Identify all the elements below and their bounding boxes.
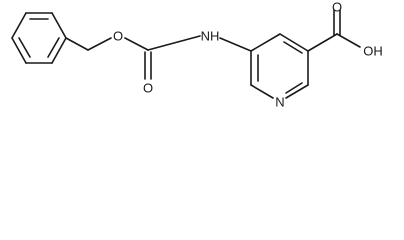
benzene-ring — [11, 12, 67, 64]
carboxylic-acid-group — [307, 9, 361, 52]
benzene-double-bond-3 — [18, 37, 31, 58]
carbamate-group — [124, 35, 201, 80]
pyridine-double-bond-2 — [285, 82, 303, 94]
ring-to-acid-carbon-bond — [307, 33, 338, 52]
ch2-to-oxygen-bond — [87, 37, 112, 51]
nitrogen-to-ring-bond — [219, 37, 252, 52]
carbonyl-to-nitrogen-bond — [147, 35, 201, 51]
pyridine-bond-1 — [250, 33, 281, 52]
pyridine-bond-2 — [279, 33, 309, 52]
pyridine-double-bond-1 — [283, 41, 303, 54]
benzene-bond-6 — [11, 12, 27, 39]
oxygen-to-carbonyl-bond — [124, 37, 149, 51]
benzene-bond-5 — [11, 37, 27, 64]
carbonyl-oxygen-label: O — [143, 81, 153, 96]
pyridine-ring — [219, 33, 309, 99]
ring-to-ch2-bond — [65, 37, 89, 51]
ester-oxygen-label: O — [113, 29, 123, 44]
pyridine-bond-5 — [250, 84, 274, 99]
benzyl-linker — [65, 37, 112, 51]
pyridine-nitrogen-label: N — [275, 95, 284, 110]
benzene-bond-2 — [51, 12, 67, 39]
amide-nh-label: NH — [201, 29, 220, 44]
acid-carbon-to-hydroxyl-bond — [336, 33, 361, 48]
pyridine-bond-4 — [285, 84, 309, 99]
benzene-double-bond-2 — [47, 37, 60, 58]
acid-hydroxyl-label: OH — [363, 44, 383, 59]
benzene-bond-3 — [51, 37, 67, 64]
acid-carbonyl-oxygen-label: O — [332, 0, 342, 15]
chemical-structure-diagram: O O NH N O OH — [11, 0, 383, 110]
